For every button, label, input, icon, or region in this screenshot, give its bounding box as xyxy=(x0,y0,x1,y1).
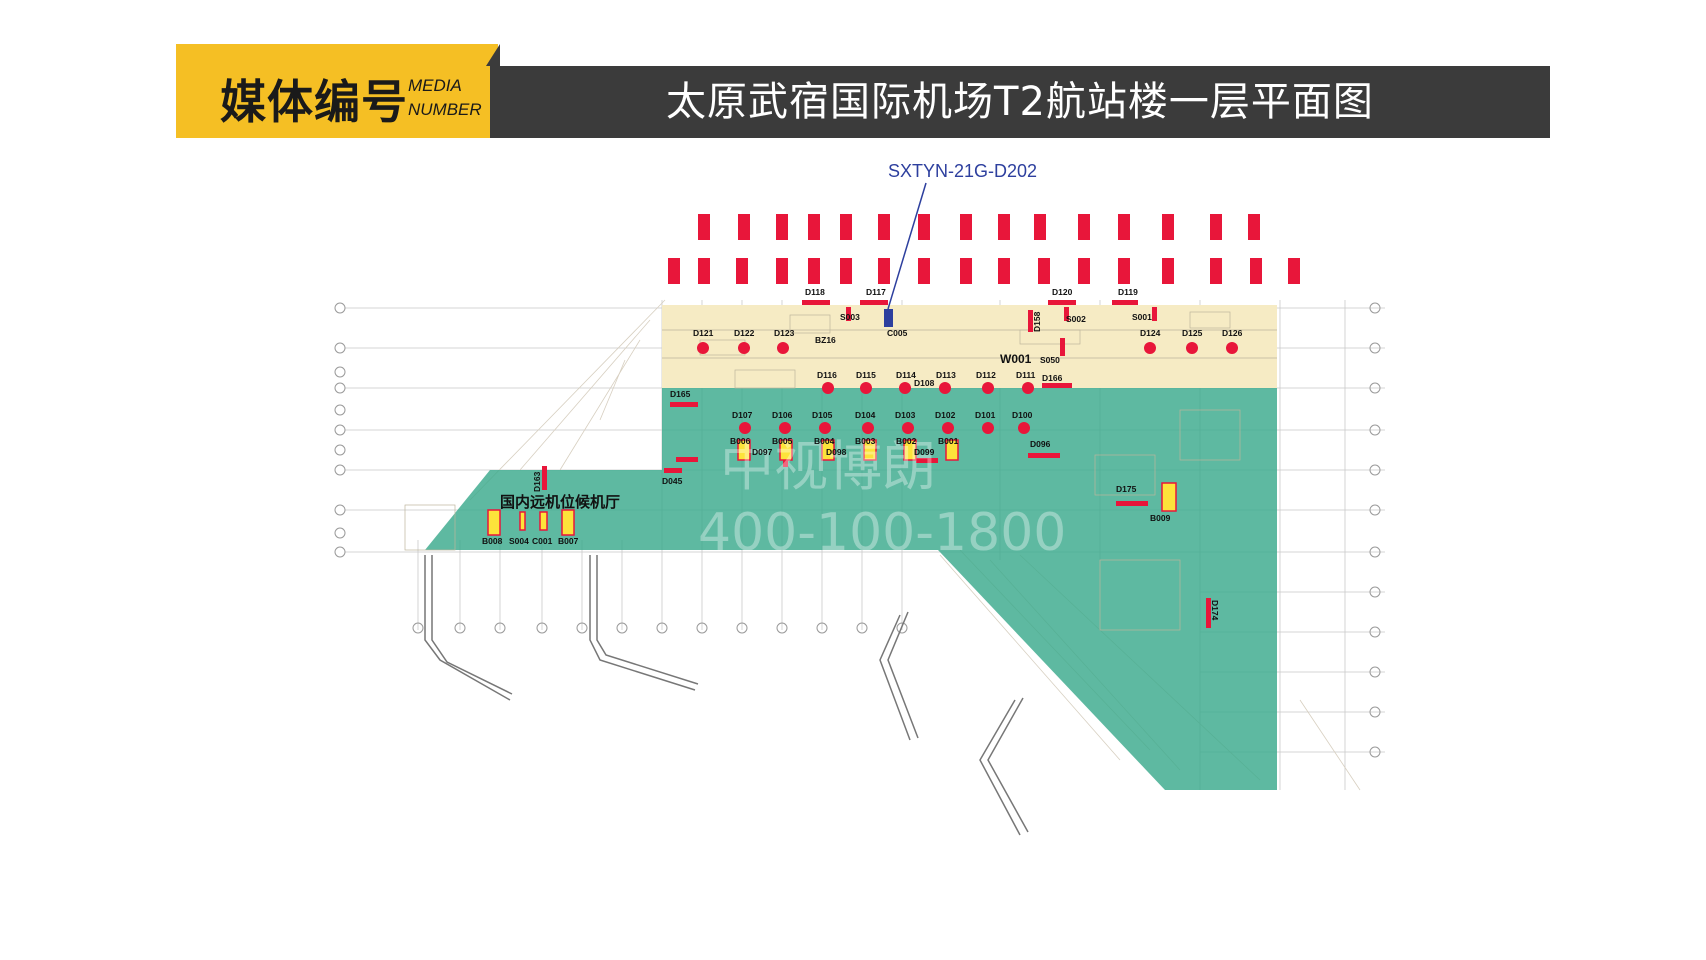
label-b003: B003 xyxy=(855,436,876,446)
label-d097: D097 xyxy=(752,447,773,457)
zone-label: 国内远机位候机厅 xyxy=(500,493,620,511)
label-d100: D100 xyxy=(1012,410,1033,420)
apron-stand-row-lower xyxy=(668,258,1300,284)
label-d174: D174 xyxy=(1210,600,1220,621)
callout-label: SXTYN-21G-D202 xyxy=(888,161,1037,181)
label-d163: D163 xyxy=(532,471,542,492)
watermark-line1: 中视博朗 xyxy=(720,435,936,498)
jet-bridges xyxy=(424,555,1029,836)
interior-linework xyxy=(404,311,1277,631)
label-d111: D111 xyxy=(1016,370,1036,380)
column-media-dots xyxy=(697,342,1238,434)
label-d123: D123 xyxy=(774,328,795,338)
media-c005-highlight xyxy=(884,309,893,327)
label-d108: D108 xyxy=(914,378,935,388)
media-labels: D118 D117 D120 D119 S003 C005 S002 S001 … xyxy=(482,287,1243,621)
label-d175: D175 xyxy=(1116,484,1137,494)
label-d121: D121 xyxy=(693,328,714,338)
label-b005: B005 xyxy=(772,436,793,446)
label-b009: B009 xyxy=(1150,513,1171,523)
label-d125: D125 xyxy=(1182,328,1203,338)
label-b002: B002 xyxy=(896,436,917,446)
label-d099: D099 xyxy=(914,447,935,457)
label-d116: D116 xyxy=(817,370,837,380)
label-c001: C001 xyxy=(532,536,553,546)
label-d104: D104 xyxy=(855,410,876,420)
label-b007: B007 xyxy=(558,536,579,546)
grid-axis-markers xyxy=(334,302,1381,758)
wall-media-bars xyxy=(542,300,1211,628)
media-number-en-line2: NUMBER xyxy=(408,100,482,119)
label-bz16: BZ16 xyxy=(815,335,836,345)
label-d101: D101 xyxy=(975,410,996,420)
label-s002: S002 xyxy=(1066,314,1086,324)
label-d106: D106 xyxy=(772,410,793,420)
label-d165: D165 xyxy=(670,389,691,399)
media-number-en: MEDIA NUMBER xyxy=(408,74,482,122)
label-s050: S050 xyxy=(1040,355,1060,365)
media-number-tag: 媒体编号 MEDIA NUMBER xyxy=(176,44,500,138)
label-d119: D119 xyxy=(1118,287,1138,297)
label-s004: S004 xyxy=(509,536,529,546)
label-d120: D120 xyxy=(1052,287,1073,297)
label-d124: D124 xyxy=(1140,328,1161,338)
tag-fold-corner xyxy=(486,44,500,66)
label-b008: B008 xyxy=(482,536,503,546)
label-s001: S001 xyxy=(1132,312,1152,322)
label-d103: D103 xyxy=(895,410,916,420)
label-d158: D158 xyxy=(1032,311,1042,332)
lightbox-media xyxy=(487,439,1177,536)
label-b006: B006 xyxy=(730,436,751,446)
label-d126: D126 xyxy=(1222,328,1243,338)
label-d098: D098 xyxy=(826,447,847,457)
label-c005: C005 xyxy=(887,328,908,338)
zone-south-wedge xyxy=(938,550,1277,790)
label-b001: B001 xyxy=(938,436,959,446)
label-d117: D117 xyxy=(866,287,886,297)
label-d113: D113 xyxy=(936,370,956,380)
watermark-line2: 400-100-1800 xyxy=(698,503,1066,563)
media-number-cn: 媒体编号 xyxy=(220,75,408,129)
label-d045: D045 xyxy=(662,476,683,486)
label-d115: D115 xyxy=(856,370,876,380)
label-d118: D118 xyxy=(805,287,825,297)
page-title: 太原武宿国际机场T2航站楼一层平面图 xyxy=(666,79,1374,125)
label-d102: D102 xyxy=(935,410,956,420)
label-d122: D122 xyxy=(734,328,755,338)
label-d105: D105 xyxy=(812,410,833,420)
media-number-en-line1: MEDIA xyxy=(408,76,462,95)
label-w001: W001 xyxy=(1000,352,1032,366)
label-d166: D166 xyxy=(1042,373,1063,383)
zone-domestic-remote-hall xyxy=(425,470,662,550)
callout-leader xyxy=(887,182,927,310)
zone-landside-strip xyxy=(662,305,1277,388)
label-d112: D112 xyxy=(976,370,996,380)
zone-central-hall xyxy=(662,388,1277,550)
label-b004: B004 xyxy=(814,436,835,446)
title-bar: 太原武宿国际机场T2航站楼一层平面图 xyxy=(490,66,1550,138)
label-d114: D114 xyxy=(896,370,916,380)
label-d107: D107 xyxy=(732,410,753,420)
label-d096: D096 xyxy=(1030,439,1051,449)
label-s003: S003 xyxy=(840,312,860,322)
apron-stand-row-upper xyxy=(698,214,1260,240)
